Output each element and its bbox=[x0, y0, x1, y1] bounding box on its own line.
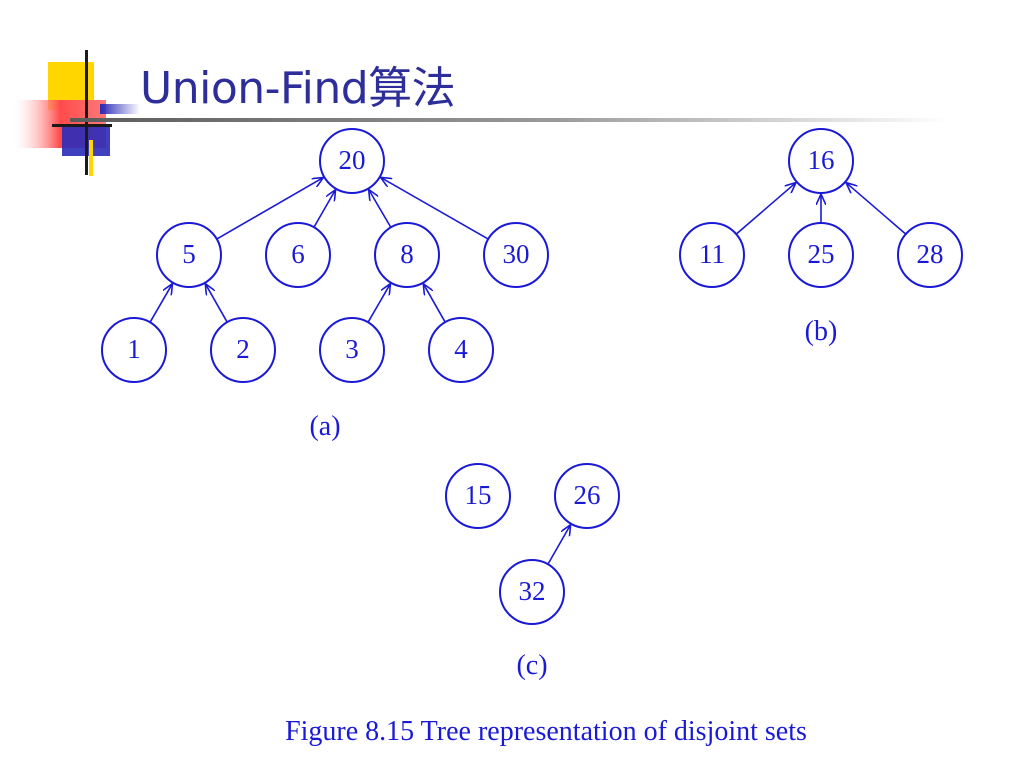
node-label: 5 bbox=[182, 239, 196, 269]
tree-node-26: 26 bbox=[554, 463, 620, 529]
tree-node-6: 6 bbox=[265, 222, 331, 288]
edge-5-to-20 bbox=[216, 177, 324, 240]
edges-layer bbox=[149, 177, 907, 565]
node-label: 30 bbox=[503, 239, 530, 269]
node-circle bbox=[428, 317, 494, 383]
node-label: 20 bbox=[339, 145, 366, 175]
tree-node-1: 1 bbox=[101, 317, 167, 383]
node-label: 3 bbox=[345, 334, 359, 364]
slide-title: Union-Find算法 bbox=[140, 63, 456, 114]
tree-node-3: 3 bbox=[319, 317, 385, 383]
tree-c-label: (c) bbox=[516, 650, 547, 681]
tree-node-5: 5 bbox=[156, 222, 222, 288]
node-label: 15 bbox=[465, 480, 492, 510]
edge-3-to-8 bbox=[367, 284, 390, 323]
logo-blue-fade bbox=[100, 104, 140, 114]
node-circle bbox=[265, 222, 331, 288]
tree-b-label: (b) bbox=[805, 316, 838, 347]
node-circle bbox=[788, 128, 854, 194]
node-label: 4 bbox=[454, 334, 468, 364]
edge-2-to-5 bbox=[205, 284, 228, 323]
edge-30-to-20 bbox=[381, 177, 489, 240]
tree-node-25: 25 bbox=[788, 222, 854, 288]
nodes-layer: 20 5 6 8 30 1 2 3 4 16 11 25 28 15 26 32 bbox=[101, 128, 963, 625]
tree-node-30: 30 bbox=[483, 222, 549, 288]
node-label: 26 bbox=[574, 480, 601, 510]
node-circle bbox=[483, 222, 549, 288]
node-circle bbox=[554, 463, 620, 529]
node-circle bbox=[897, 222, 963, 288]
tree-node-16: 16 bbox=[788, 128, 854, 194]
edge-1-to-5 bbox=[149, 284, 172, 323]
node-circle bbox=[788, 222, 854, 288]
tree-node-28: 28 bbox=[897, 222, 963, 288]
node-circle bbox=[679, 222, 745, 288]
node-circle bbox=[319, 128, 385, 194]
node-label: 6 bbox=[291, 239, 305, 269]
node-label: 11 bbox=[699, 239, 725, 269]
node-label: 1 bbox=[127, 334, 141, 364]
node-circle bbox=[156, 222, 222, 288]
figure-caption: Figure 8.15 Tree representation of disjo… bbox=[285, 716, 807, 747]
tree-a-label: (a) bbox=[309, 411, 340, 442]
node-circle bbox=[445, 463, 511, 529]
tree-node-15: 15 bbox=[445, 463, 511, 529]
tree-node-11: 11 bbox=[679, 222, 745, 288]
tree-node-32: 32 bbox=[499, 559, 565, 625]
node-circle bbox=[319, 317, 385, 383]
node-circle bbox=[499, 559, 565, 625]
logo-horizontal-line bbox=[52, 124, 112, 127]
node-label: 2 bbox=[236, 334, 250, 364]
node-label: 16 bbox=[808, 145, 835, 175]
logo-vertical-line bbox=[85, 50, 88, 175]
edge-11-to-16 bbox=[735, 183, 796, 235]
tree-node-8: 8 bbox=[374, 222, 440, 288]
edge-32-to-26 bbox=[547, 525, 571, 565]
tree-node-4: 4 bbox=[428, 317, 494, 383]
node-circle bbox=[374, 222, 440, 288]
node-label: 8 bbox=[400, 239, 414, 269]
edge-4-to-8 bbox=[423, 284, 446, 323]
edge-28-to-16 bbox=[846, 183, 907, 235]
node-circle bbox=[101, 317, 167, 383]
node-label: 25 bbox=[808, 239, 835, 269]
title-underline bbox=[70, 118, 950, 122]
edge-6-to-20 bbox=[313, 190, 336, 228]
slide-logo-decoration bbox=[14, 50, 140, 176]
logo-yellow-stripe bbox=[89, 140, 93, 176]
edge-8-to-20 bbox=[369, 189, 392, 228]
tree-node-2: 2 bbox=[210, 317, 276, 383]
node-label: 32 bbox=[519, 576, 546, 606]
node-label: 28 bbox=[917, 239, 944, 269]
node-circle bbox=[210, 317, 276, 383]
tree-node-20: 20 bbox=[319, 128, 385, 194]
